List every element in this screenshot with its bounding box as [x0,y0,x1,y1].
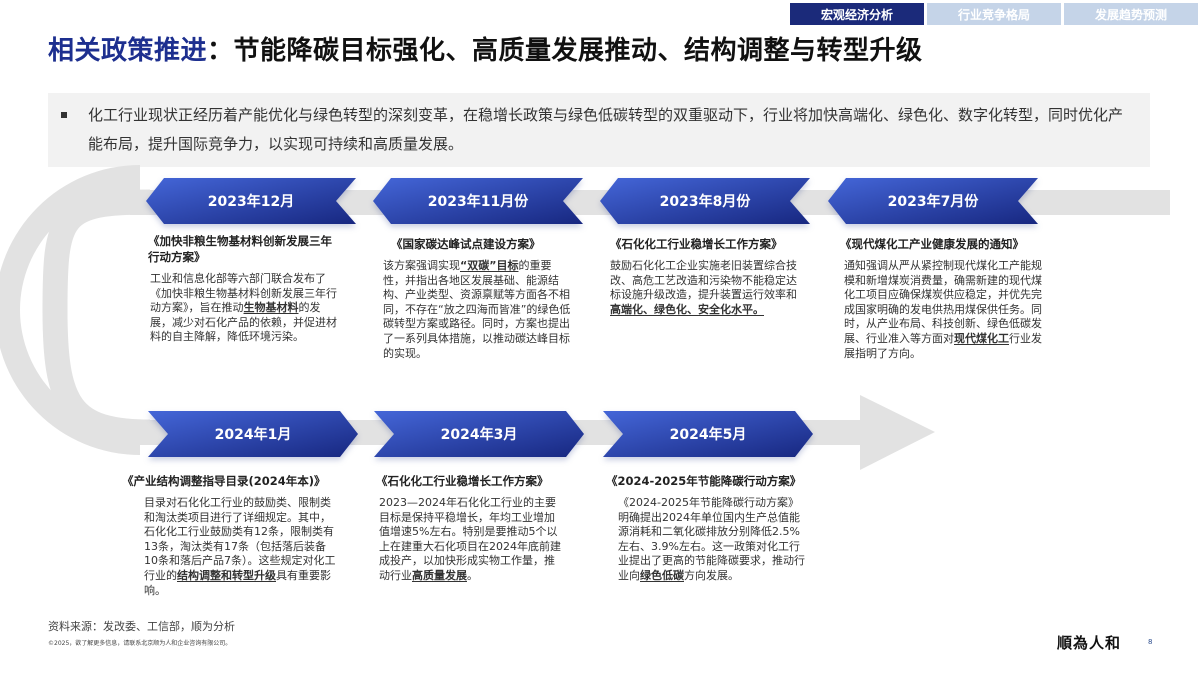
page-number: 8 [1148,638,1153,646]
arrow-left-banner-icon [146,178,356,224]
summary-text: 化工行业现状正经历着产能优化与绿色转型的深刻变革，在稳增长政策与绿色低碳转型的双… [88,106,1124,153]
banner-date: 2023年7月份 [887,194,979,210]
policy-title: 《石化化工行业稳增长工作方案》 [610,237,783,251]
page-title-rest: ：节能降碳目标强化、高质量发展推动、结构调整与转型升级 [207,36,923,66]
policy-body: 目录对石化化工行业的鼓励类、限制类和淘汰类项目进行了详细规定。其中，石化化工行业… [144,496,336,597]
arrow-right-banner-icon [603,411,813,457]
policy-card: 《产业结构调整指导目录(2024年本)》 目录对石化化工行业的鼓励类、限制类和淘… [122,473,354,598]
policy-card: 《国家碳达峰试点建设方案》 该方案强调实现“双碳”目标的重要性，并指出各地区发展… [383,236,573,361]
date-banner-2024-05: 2024年5月 [603,411,813,457]
arrow-right-banner-icon [148,411,358,457]
banner-date: 2023年8月份 [659,194,751,210]
date-banner-2023-07: 2023年7月份 [828,178,1038,224]
banner-date: 2024年3月 [440,427,518,443]
brand-logo: 順為人和 [1057,634,1122,652]
policy-title: 《现代煤化工产业健康发展的通知》 [840,237,1024,251]
policy-body: 通知强调从严从紧控制现代煤化工产能规模和新增煤炭消费量，确需新建的现代煤化工项目… [844,259,1042,360]
bullet-icon [61,112,67,118]
policy-title: 《产业结构调整指导目录(2024年本)》 [122,474,326,488]
date-banner-2024-03: 2024年3月 [374,411,584,457]
policy-title: 《加快非粮生物基材料创新发展三年行动方案》 [148,234,332,264]
summary-box: 化工行业现状正经历着产能优化与绿色转型的深刻变革，在稳增长政策与绿色低碳转型的双… [48,93,1150,167]
tab-industry-competition[interactable]: 行业竞争格局 [927,3,1061,25]
date-banner-2023-12: 2023年12月 [146,178,356,224]
policy-card: 《石化化工行业稳增长工作方案》 2023—2024年石化化工行业的主要目标是保持… [376,473,586,584]
policy-body: 2023—2024年石化化工行业的主要目标是保持平稳增长，年均工业增加值增速5%… [379,496,561,582]
date-banner-2023-11: 2023年11月份 [373,178,583,224]
arrow-left-banner-icon [373,178,583,224]
banner-date: 2023年12月 [207,194,295,210]
arrow-left-banner-icon [828,178,1038,224]
policy-card: 《加快非粮生物基材料创新发展三年行动方案》 工业和信息化部等六部门联合发布了《加… [148,233,338,345]
banner-date: 2023年11月份 [427,194,529,210]
date-banner-2024-01: 2024年1月 [148,411,358,457]
policy-title: 《石化化工行业稳增长工作方案》 [376,474,549,488]
policy-title: 《国家碳达峰试点建设方案》 [391,237,541,251]
policy-card: 《现代煤化工产业健康发展的通知》 通知强调从严从紧控制现代煤化工产能规模和新增煤… [840,236,1045,361]
page-title-accent: 相关政策推进 [48,36,208,66]
arrow-right-banner-icon [374,411,584,457]
copyright-note: ©2025，欲了解更多信息，请联系北京顺为人和企业咨询有限公司。 [48,640,232,647]
top-nav-tabs: 宏观经济分析 行业竞争格局 发展趋势预测 [790,3,1198,25]
source-note: 资料来源：发改委、工信部，顺为分析 [48,620,235,633]
policy-body: 《2024-2025年节能降碳行动方案》明确提出2024年单位国内生产总值能源消… [618,496,805,582]
page-title: 相关政策推进：节能降碳目标强化、高质量发展推动、结构调整与转型升级 [48,30,923,67]
banner-date: 2024年5月 [669,427,747,443]
tab-macro-economy[interactable]: 宏观经济分析 [790,3,924,25]
policy-card: 《2024-2025年节能降碳行动方案》 《2024-2025年节能降碳行动方案… [606,473,821,584]
tab-development-trend[interactable]: 发展趋势预测 [1064,3,1198,25]
policy-body: 工业和信息化部等六部门联合发布了《加快非粮生物基材料创新发展三年行动方案》，旨在… [150,272,337,344]
policy-card: 《石化化工行业稳增长工作方案》 鼓励石化化工企业实施老旧装置综合技改、高危工艺改… [610,236,805,317]
policy-body: 该方案强调实现“双碳”目标的重要性，并指出各地区发展基础、能源结构、产业类型、资… [383,259,571,360]
arrow-left-banner-icon [600,178,810,224]
banner-date: 2024年1月 [214,427,292,443]
policy-title: 《2024-2025年节能降碳行动方案》 [606,474,802,488]
date-banner-2023-08: 2023年8月份 [600,178,810,224]
policy-body: 鼓励石化化工企业实施老旧装置综合技改、高危工艺改造和污染物不能稳定达标设施升级改… [610,259,797,316]
